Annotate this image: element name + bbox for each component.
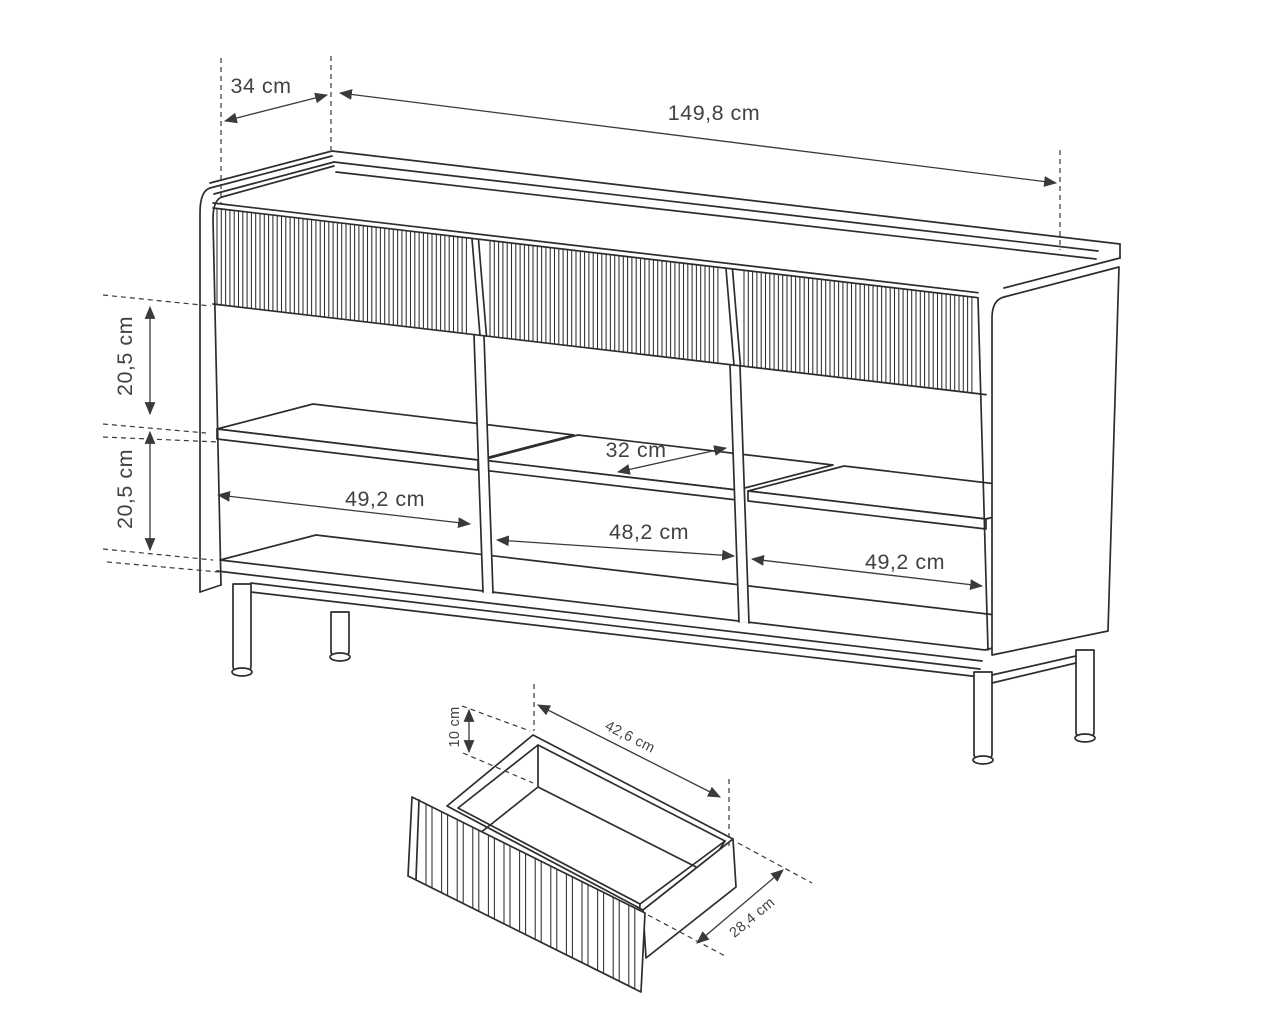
rear-right-leg: [1074, 649, 1096, 743]
bottom-edge: [216, 570, 983, 662]
dim-drawer-height-label: 10 cm: [447, 707, 463, 748]
drawer-front-gaps: [471, 238, 742, 367]
left-side-panel: [199, 155, 335, 593]
right-side-panel: [991, 266, 1120, 656]
arrow-left-width: [216, 490, 472, 529]
arrow-drawer-width: [537, 704, 721, 798]
drawer-fluted-front: [407, 796, 646, 993]
dimension-arrows: [144, 89, 1058, 944]
dim-top-depth-label: 34 cm: [230, 74, 291, 98]
divider-left: [473, 334, 494, 594]
base-frame: [250, 582, 1077, 684]
rear-left-leg: [329, 611, 351, 662]
dashed-guides: [102, 56, 1061, 958]
dim-right-width-label: 49,2 cm: [865, 550, 945, 574]
dim-upper-height-label: 20,5 cm: [113, 316, 137, 396]
arrow-top-depth: [223, 92, 329, 124]
dim-shelf-depth-label: 32 cm: [605, 438, 666, 462]
right-inner-wall: [977, 297, 989, 651]
fluting-pattern: [216, 208, 973, 394]
arrow-drawer-depth: [696, 869, 784, 944]
legs: [231, 582, 1096, 765]
drawer-fluting-pattern: [425, 803, 636, 990]
arrow-total-width: [338, 89, 1058, 187]
arrow-right-width: [750, 555, 984, 590]
arrow-shelf-depth: [616, 445, 728, 475]
dim-left-width-label: 49,2 cm: [345, 487, 425, 511]
front-left-leg: [231, 583, 253, 677]
arrow-middle-width: [495, 535, 736, 561]
dim-total-width-label: 149,8 cm: [668, 101, 760, 125]
divider-right: [729, 364, 750, 624]
drawer-detail-drawing: [407, 734, 737, 993]
front-right-leg: [972, 671, 994, 765]
dim-drawer-depth-label: 28,4 cm: [727, 895, 778, 942]
dim-middle-width-label: 48,2 cm: [609, 520, 689, 544]
cabinet-drawing: [199, 150, 1121, 765]
drawer-band: [212, 202, 987, 396]
dim-lower-height-label: 20,5 cm: [113, 449, 137, 529]
